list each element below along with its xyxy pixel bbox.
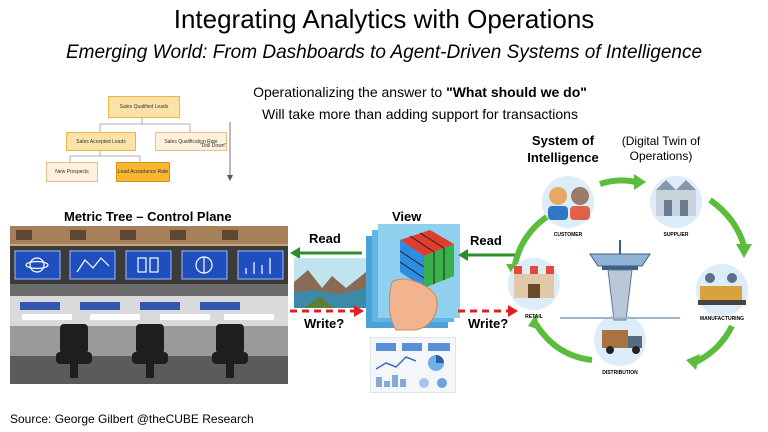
write-arrow-left-icon — [290, 305, 364, 317]
operationalizing-line-1: Operationalizing the answer to "What sho… — [200, 84, 640, 100]
read-label-left: Read — [309, 231, 341, 246]
slide-subtitle: Emerging World: From Dashboards to Agent… — [65, 42, 703, 63]
operationalizing-line-2: Will take more than adding support for t… — [262, 106, 578, 122]
soi-node-retail: RETAIL — [525, 314, 543, 320]
tree-node-sales-qualified-leads: Sales Qualified Leads — [108, 96, 180, 118]
system-of-intelligence-label: System of Intelligence — [527, 133, 599, 165]
metric-tree: Sales Qualified Leads Sales Accepted Lea… — [40, 92, 240, 187]
system-of-intelligence-cycle: CUSTOMER SUPPLIER MANUFACTURING DISTRIBU… — [506, 174, 752, 376]
read-arrow-left-icon — [290, 247, 362, 259]
rubiks-cube-hand-image — [366, 224, 460, 331]
read-arrow-right-icon — [458, 249, 518, 261]
write-arrow-right-icon — [458, 305, 518, 317]
soi-node-customer: CUSTOMER — [554, 232, 583, 238]
write-label-left: Write? — [304, 316, 345, 331]
control-room-illustration — [10, 226, 288, 384]
view-label: View — [392, 209, 422, 224]
tree-node-sales-qualification-rate: Sales Qualification Rate — [155, 132, 227, 151]
write-label-right: Write? — [468, 316, 509, 331]
tree-node-lead-acceptance-rate: Lead Acceptance Rate — [116, 162, 170, 182]
mountain-landscape-image — [294, 258, 366, 308]
operationalizing-question: "What should we do" — [446, 84, 587, 100]
soi-node-supplier: SUPPLIER — [663, 232, 688, 238]
control-plane-label: Metric Tree – Control Plane — [64, 209, 232, 224]
control-tower-icon — [560, 240, 680, 321]
source-citation: Source: George Gilbert @theCUBE Research — [10, 412, 254, 426]
read-label-right: Read — [470, 233, 502, 248]
operationalizing-prefix: Operationalizing the answer to — [253, 84, 447, 100]
soi-node-manufacturing: MANUFACTURING — [700, 316, 744, 322]
slide-title: Integrating Analytics with Operations — [173, 4, 595, 34]
metric-tree-connectors — [69, 116, 233, 181]
tree-node-new-prospects: New Prospects — [46, 162, 98, 182]
tree-node-sales-accepted-leads: Sales Accepted Leads — [66, 132, 136, 151]
soi-node-distribution: DISTRIBUTION — [602, 370, 638, 376]
drill-down-label: "Drill Down" — [200, 143, 227, 149]
dashboard-thumbnail — [370, 337, 456, 393]
digital-twin-label: (Digital Twin of Operations) — [621, 134, 701, 163]
